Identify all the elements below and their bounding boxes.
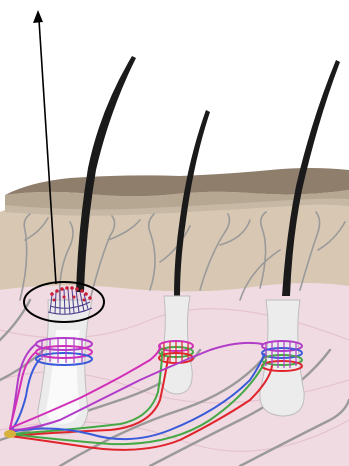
nerve-bundle-base — [4, 430, 16, 438]
arrowhead-icon — [33, 10, 43, 23]
